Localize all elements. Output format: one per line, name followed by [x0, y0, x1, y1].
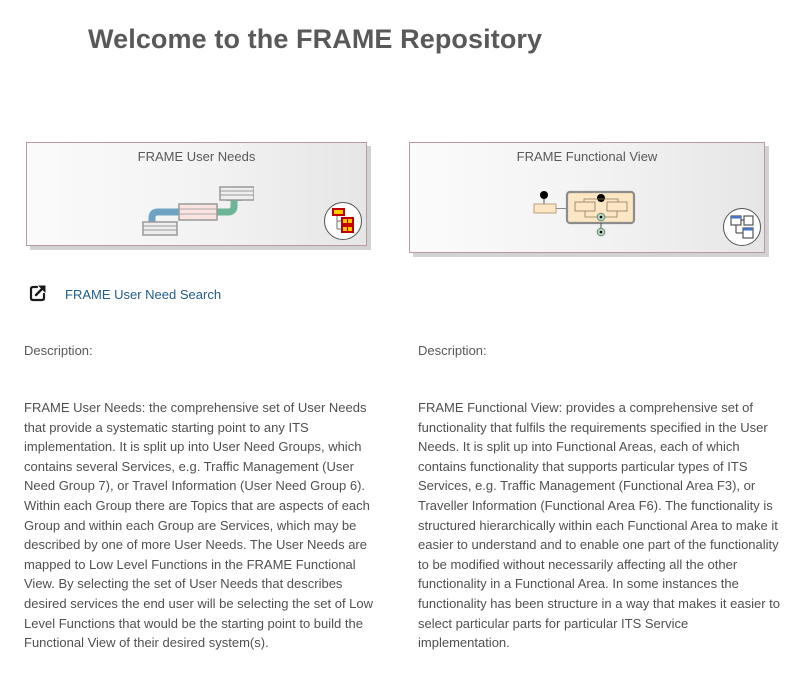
user-need-search-row: FRAME User Need Search	[29, 284, 221, 302]
state-machine-icon	[532, 189, 642, 241]
requirements-flow-icon	[142, 186, 255, 238]
card-title: FRAME User Needs	[137, 149, 256, 164]
package-hierarchy-icon	[324, 202, 362, 240]
description-label-left: Description:	[24, 343, 93, 358]
card-title: FRAME Functional View	[516, 149, 658, 164]
description-label-right: Description:	[418, 343, 487, 358]
functional-view-description: FRAME Functional View: provides a compre…	[418, 400, 781, 651]
page-title: Welcome to the FRAME Repository	[88, 24, 543, 54]
frame-user-need-search-link[interactable]: FRAME User Need Search	[65, 286, 222, 302]
user-needs-description: FRAME User Needs: the comprehensive set …	[24, 400, 374, 651]
frame-functional-view-card[interactable]: FRAME Functional View	[409, 142, 765, 253]
diagram-hierarchy-icon	[723, 208, 761, 246]
frame-user-needs-card[interactable]: FRAME User Needs	[26, 142, 367, 246]
external-link-icon[interactable]	[29, 284, 47, 302]
